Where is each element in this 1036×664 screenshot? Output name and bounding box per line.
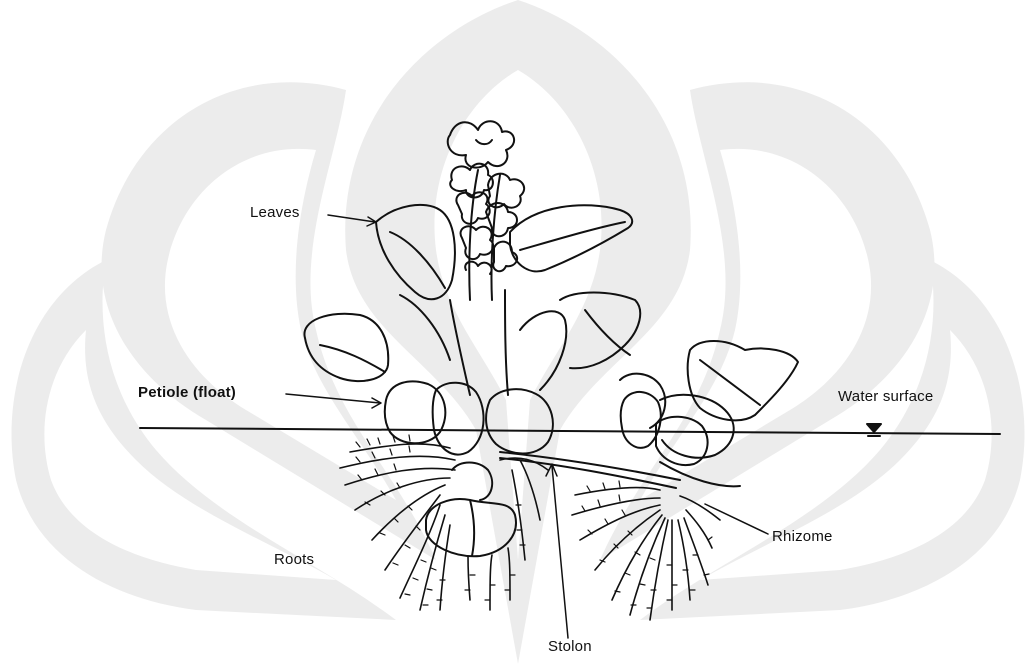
roots: [340, 444, 720, 620]
stolon-leader: [552, 466, 568, 638]
petiole-label: Petiole (float): [138, 384, 236, 401]
root-hairs: [356, 435, 712, 608]
leaves: [304, 205, 798, 458]
rhizome-leader: [705, 504, 768, 534]
petiole-leader: [286, 394, 380, 403]
roots-label: Roots: [274, 551, 314, 568]
rhizome-label: Rhizome: [772, 528, 833, 545]
water-surface-label: Water surface: [838, 388, 933, 405]
leaves-label: Leaves: [250, 204, 300, 221]
leaves-leader: [328, 215, 375, 222]
flower-spike: [448, 121, 524, 300]
water-surface-marker: [867, 424, 881, 432]
stolon-label: Stolon: [548, 638, 592, 655]
leader-lines: [286, 215, 768, 638]
